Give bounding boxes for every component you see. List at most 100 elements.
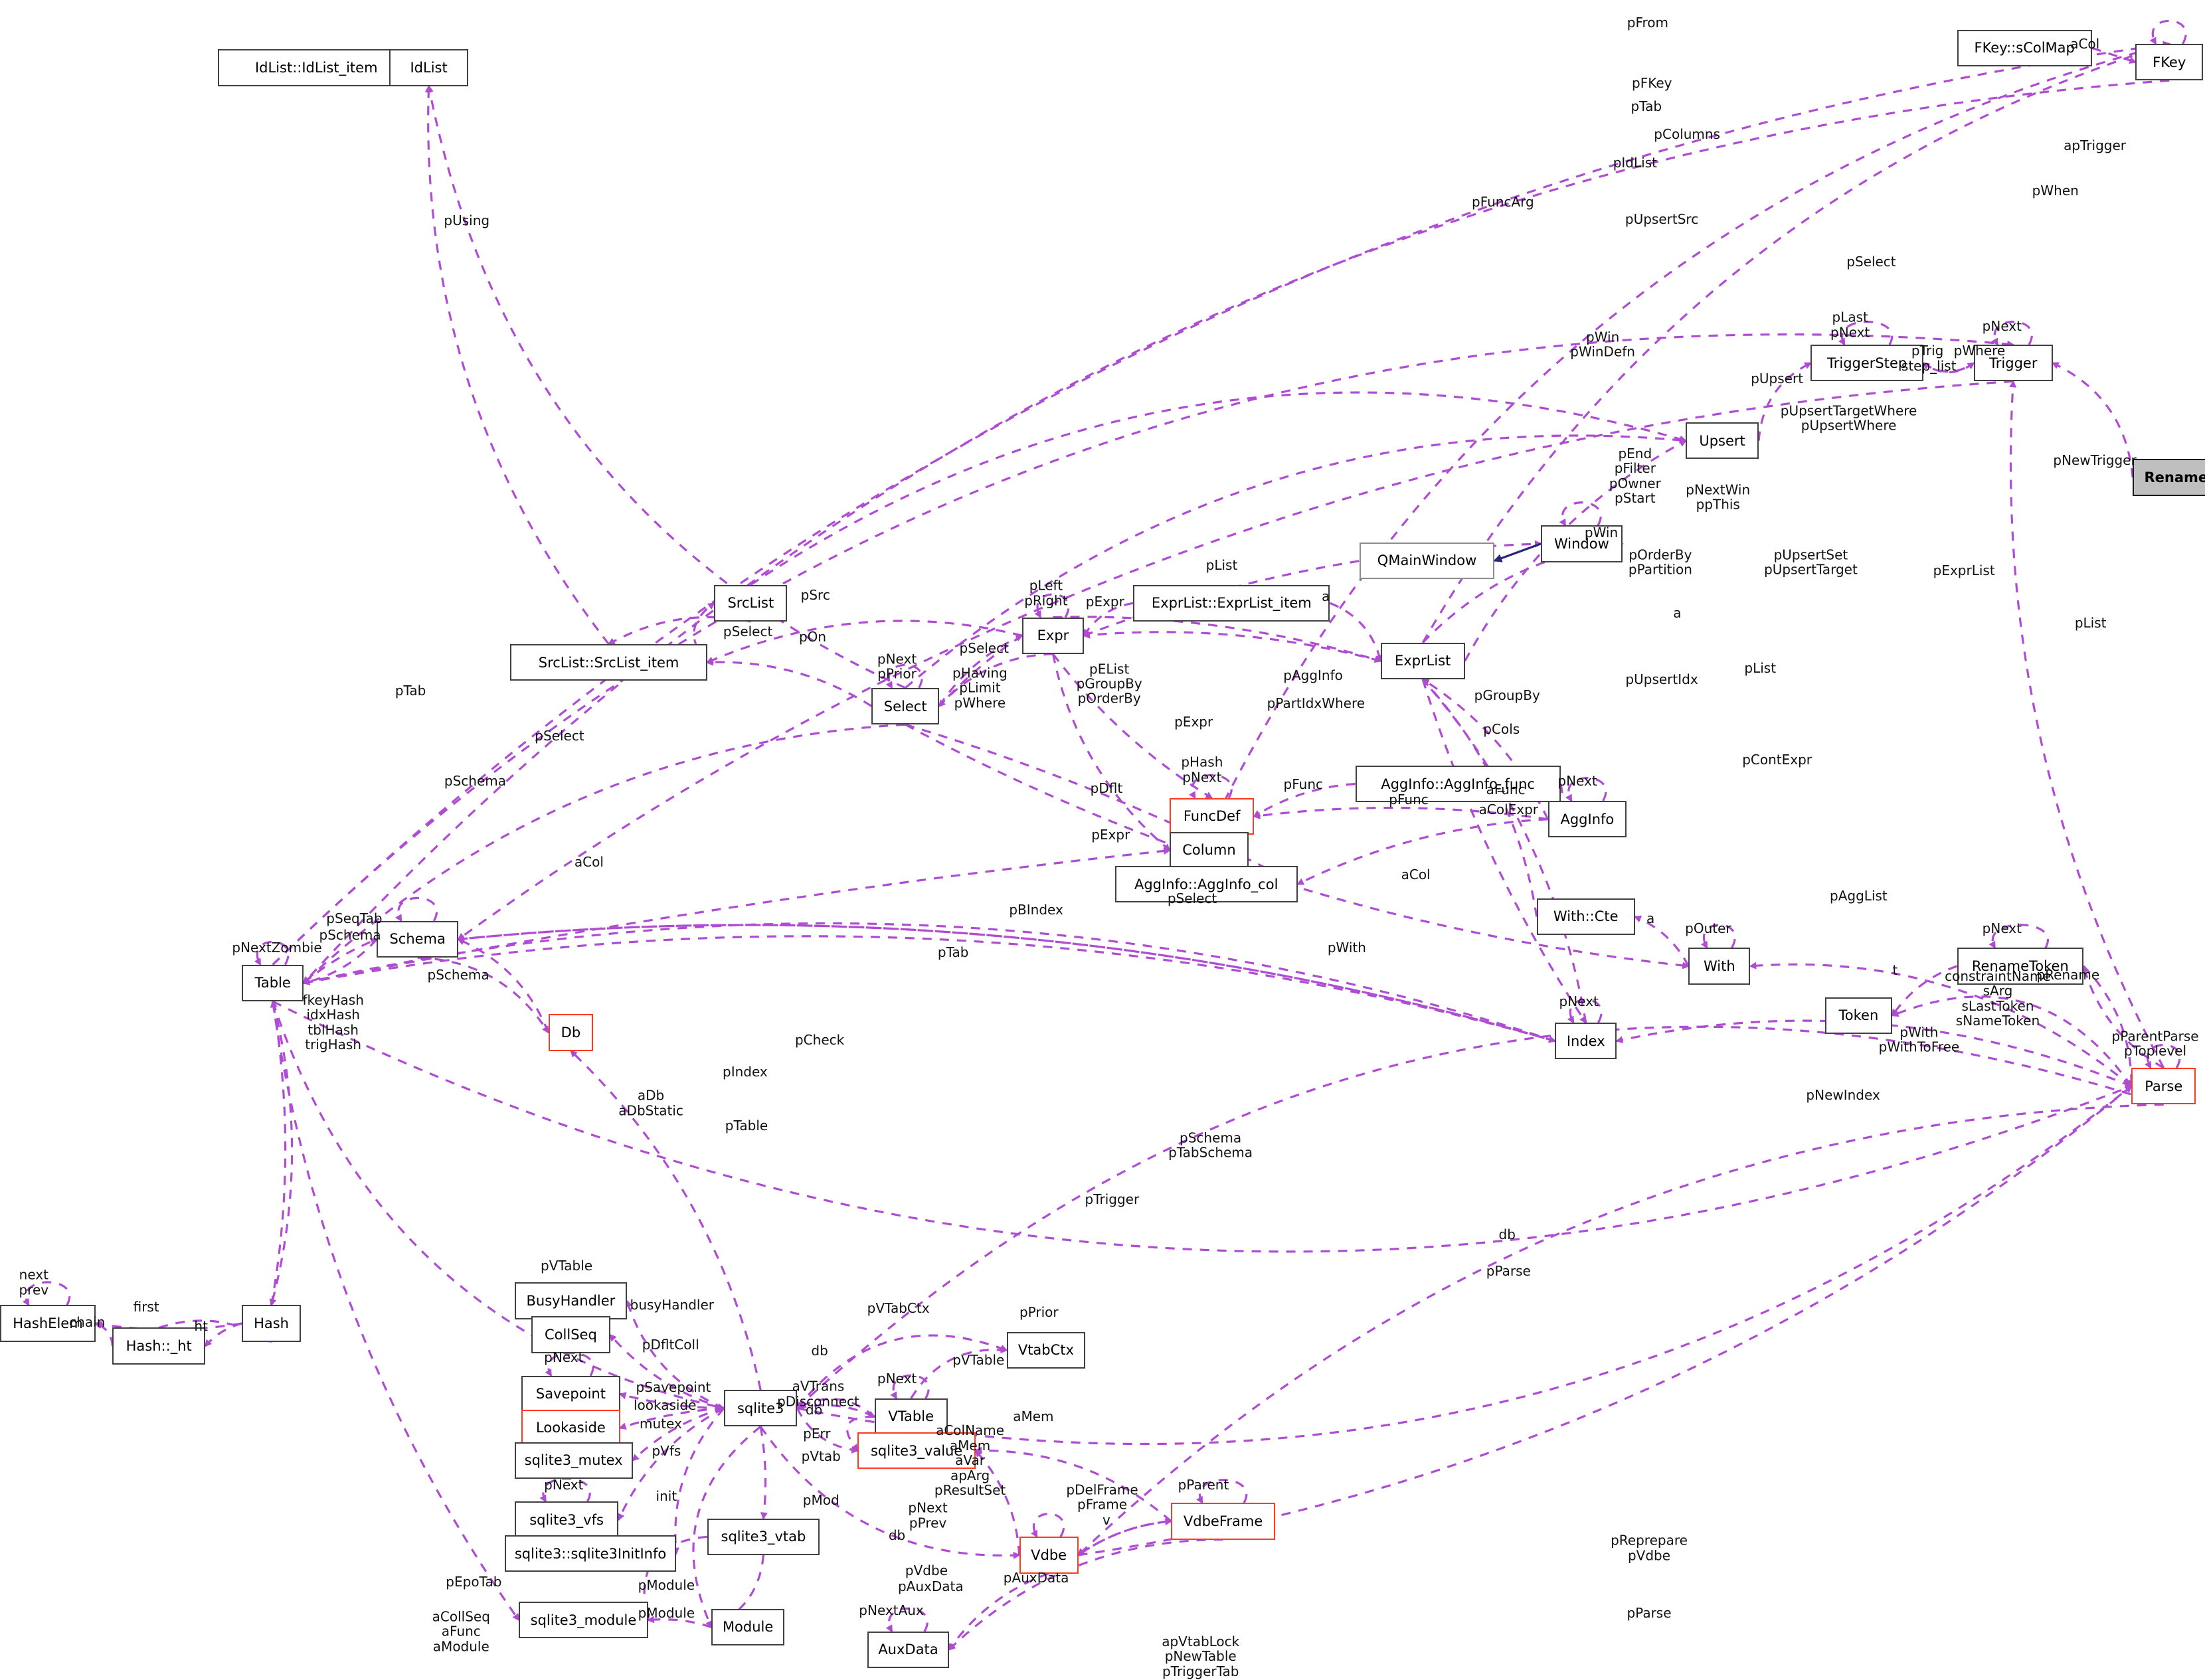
class-node-index[interactable]: Index [1555, 1023, 1617, 1060]
class-node-db[interactable]: Db [548, 1014, 594, 1051]
class-node-sqlite3initinfo[interactable]: sqlite3::sqlite3InitInfo [504, 1535, 677, 1572]
class-node-auxdata[interactable]: AuxData [867, 1631, 949, 1669]
class-node-vdbeframe[interactable]: VdbeFrame [1171, 1503, 1275, 1540]
edge-label: pFKey [1632, 75, 1672, 92]
edge-Schema-to-Index [458, 924, 1557, 1043]
class-node-with[interactable]: With [1688, 948, 1751, 985]
class-node-collseq[interactable]: CollSeq [531, 1316, 610, 1353]
class-node-expr[interactable]: Expr [1021, 617, 1085, 654]
edge-label: pVTable [952, 1352, 1005, 1369]
edge-label: pParentParse pToplevel [2111, 1028, 2199, 1059]
edge-label: lookaside [633, 1397, 697, 1414]
class-node-savepoint[interactable]: Savepoint [521, 1375, 620, 1413]
class-node-renametoken[interactable]: RenameToken [1957, 948, 2084, 985]
class-node-idlist-item[interactable]: IdList::IdList_item [218, 49, 415, 86]
class-node-sqlite3-vtab[interactable]: sqlite3_vtab [707, 1518, 820, 1555]
class-node-token[interactable]: Token [1824, 997, 1893, 1035]
class-node-fkey-scolmap[interactable]: FKey::sColMap [1957, 29, 2092, 66]
edge-Module-to-sqlite3_module [646, 1616, 712, 1628]
class-node-vtable[interactable]: VTable [874, 1398, 948, 1436]
edge-label: pGroupBy [1474, 687, 1540, 703]
edge-label: aDb aDbStatic [618, 1087, 683, 1119]
class-node-vtabctx[interactable]: VtabCtx [1006, 1331, 1086, 1369]
edge-label: pNewTrigger [2053, 452, 2137, 469]
class-node-agginfo-col[interactable]: AggInfo::AggInfo_col [1114, 865, 1298, 903]
class-node-funcdef[interactable]: FuncDef [1170, 798, 1255, 835]
edge-RenameToken-to-Token [1891, 965, 1958, 1017]
edge-label: pNext [1557, 773, 1597, 790]
edge-label: pLast pNext [1830, 309, 1870, 341]
edge-label: pFrom [1627, 14, 1668, 31]
edge-label: pRename [2036, 966, 2100, 983]
edge-VTable-to-sqlite3 [796, 1398, 875, 1418]
class-node-module[interactable]: Module [711, 1608, 785, 1646]
class-node-schema[interactable]: Schema [377, 920, 459, 958]
edge-Table-to-sqlite3_module [272, 1001, 520, 1622]
edge-Table-to-sqlite3 [272, 1001, 726, 1411]
self-edge-Index [1567, 998, 1603, 1024]
class-node-table[interactable]: Table [242, 964, 304, 1002]
edge-label: pFuncArg [1471, 193, 1534, 210]
edge-label: pTab [937, 944, 969, 960]
class-node-srclist-item[interactable]: SrcList::SrcList_item [510, 643, 707, 681]
edge-label: pCheck [794, 1031, 845, 1048]
class-node-sqlite3-mutex[interactable]: sqlite3_mutex [514, 1442, 633, 1479]
class-node-hash-ht[interactable]: Hash::_ht [112, 1327, 206, 1365]
class-node-fkey[interactable]: FKey [2135, 43, 2203, 81]
class-node-busyhandler[interactable]: BusyHandler [514, 1282, 628, 1319]
class-node-exprlist[interactable]: ExprList [1380, 642, 1465, 680]
class-node-sqlite3[interactable]: sqlite3 [724, 1390, 798, 1427]
edge-label: pParse [1627, 1604, 1672, 1621]
edge-Table-to-Index [303, 935, 1557, 1043]
class-node-idlist[interactable]: IdList [389, 49, 468, 86]
class-node-with-cte[interactable]: With::Cte [1536, 898, 1635, 936]
class-node-hashelem[interactable]: HashElem [0, 1305, 96, 1342]
edge-Expr-to-Select [938, 634, 1023, 708]
edge-label: pOrderBy pPartition [1628, 546, 1692, 578]
class-node-lookaside[interactable]: Lookaside [521, 1409, 620, 1447]
edge-sqlite3-to-sqlite3_vfs [617, 1407, 725, 1521]
class-node-vdbe[interactable]: Vdbe [1019, 1537, 1079, 1574]
edge-label: apVtabLock pNewTable pTriggerTab pZombie… [1160, 1633, 1241, 1680]
self-edge-Select [885, 663, 923, 689]
edge-ExprList-to-Index [1421, 679, 1587, 1024]
class-node-window[interactable]: Window [1541, 525, 1623, 562]
edge-label: fkeyHash idxHash tblHash trigHash [302, 992, 364, 1053]
self-edge-With [1701, 924, 1736, 950]
edge-Index-to-Schema [457, 924, 1555, 1043]
class-node-parse[interactable]: Parse [2131, 1068, 2196, 1105]
edge-ExprList-to-FKey [1421, 42, 2171, 643]
class-node-triggerstep[interactable]: TriggerStep [1810, 345, 1923, 382]
class-node-sqlite3-vfs[interactable]: sqlite3_vfs [514, 1501, 619, 1539]
edge-label: pNext [1559, 993, 1599, 1009]
class-node-exprlist-item[interactable]: ExprList::ExprList_item [1133, 584, 1330, 622]
class-node-sqlite3-module[interactable]: sqlite3_module [519, 1602, 648, 1639]
class-node-srclist[interactable]: SrcList [714, 584, 788, 622]
edge-label: pNext [877, 1370, 917, 1386]
edge-label: aFunc [1486, 781, 1526, 798]
edge-label: pSchema [444, 773, 507, 790]
class-node-upsert[interactable]: Upsert [1686, 422, 1759, 460]
edge-label: aColName aMem aVar apArg pResultSet [934, 1422, 1006, 1498]
edge-SrcList-to-Upsert [750, 391, 1687, 586]
edge-label: pEnd pFilter pOwner pStart [1609, 446, 1661, 507]
class-node-select[interactable]: Select [871, 687, 939, 725]
class-node-hash[interactable]: Hash [242, 1305, 301, 1342]
class-node-agginfo[interactable]: AggInfo [1547, 801, 1627, 838]
edge-Expr-to-FuncDef [1052, 653, 1213, 799]
edge-sqlite3-to-Module [692, 1426, 762, 1629]
edge-label: pNewIndex [1806, 1086, 1880, 1103]
self-edge-HashElem [22, 1281, 71, 1307]
edge-label: pUpsertIdx [1625, 671, 1698, 687]
class-node-agginfo-func[interactable]: AggInfo::AggInfo_func [1355, 765, 1561, 803]
class-node-column[interactable]: Column [1170, 831, 1249, 869]
class-node-trigger[interactable]: Trigger [1973, 345, 2053, 382]
edge-Table-to-Column [303, 847, 1172, 985]
class-node-renamectx[interactable]: RenameCtx [2133, 459, 2205, 496]
class-node-sqlite3-value[interactable]: sqlite3_value [857, 1432, 976, 1470]
edge-label: pMod [802, 1491, 839, 1508]
edge-label: pPrior [1019, 1303, 1059, 1320]
edge-label: pModule [638, 1576, 695, 1593]
edge-VTable-to-VtabCtx [910, 1346, 1008, 1399]
class-node-qmainwindow[interactable]: QMainWindow [1359, 542, 1495, 580]
